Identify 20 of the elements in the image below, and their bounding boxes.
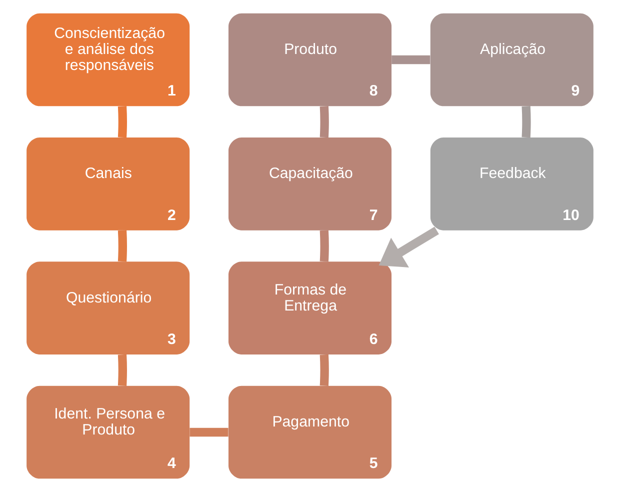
node-box: Pagamento 5 (228, 385, 392, 478)
node-box: Produto 8 (228, 12, 392, 106)
node-box: Conscientização e análise dos responsáveis 1 (26, 12, 190, 106)
node-box: Questionário 3 (26, 261, 190, 354)
connector (319, 354, 328, 386)
node-box: Aplicação 9 (430, 12, 593, 106)
node-box: Capacitação 7 (228, 136, 392, 230)
connector (117, 354, 126, 386)
connector (521, 106, 530, 138)
node-box: Canais 2 (26, 136, 190, 230)
connector (319, 106, 328, 138)
node-box: Formas de Entrega 6 (228, 261, 392, 354)
node-box: Feedback 10 (430, 136, 593, 230)
arrow (378, 226, 438, 267)
node-box: Ident. Persona e Produto 4 (26, 385, 190, 478)
connector (117, 106, 126, 138)
connector (319, 230, 328, 262)
connector (117, 230, 126, 262)
connector (391, 54, 430, 64)
connector (189, 427, 228, 436)
